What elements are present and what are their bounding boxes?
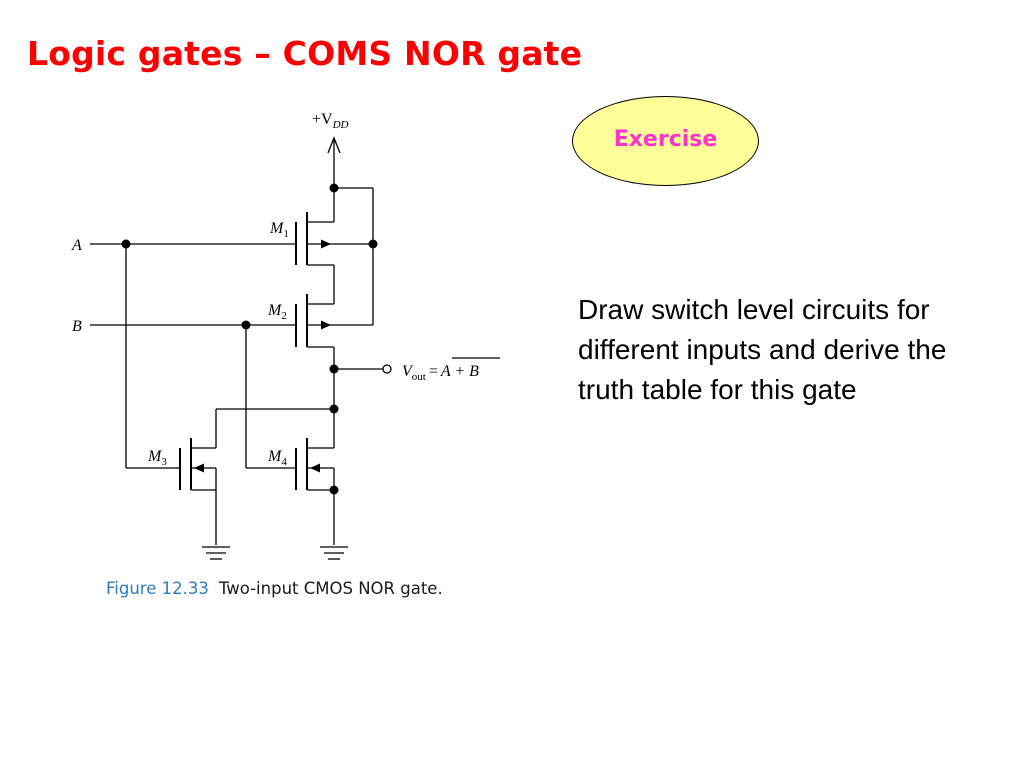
- m2-body-arrow: [321, 320, 331, 330]
- junction-dot: [329, 485, 339, 495]
- transistor-m4: [295, 438, 335, 545]
- exercise-label: Exercise: [613, 126, 718, 152]
- transistor-label-m4: M4: [267, 448, 287, 468]
- input-a-label: A: [71, 237, 82, 254]
- exercise-badge: Exercise: [572, 96, 759, 186]
- vdd-arrow: [327, 136, 341, 154]
- slide-title: Logic gates – COMS NOR gate: [27, 34, 583, 73]
- transistor-m3: [179, 438, 217, 545]
- input-b-label: B: [72, 318, 82, 335]
- m4-body-arrow: [310, 463, 320, 473]
- junction-dot: [121, 239, 131, 249]
- vdd-label: +VDD: [312, 111, 349, 131]
- ground-symbol-right: [320, 546, 348, 560]
- figure-number: Figure 12.33: [106, 579, 209, 598]
- output-terminal: [382, 364, 392, 374]
- transistor-label-m2: M2: [267, 302, 287, 322]
- instruction-text: Draw switch level circuits for different…: [578, 294, 947, 405]
- m1-body-arrow: [321, 239, 331, 249]
- transistor-label-m1: M1: [269, 220, 289, 240]
- figure-caption-text: Two-input CMOS NOR gate.: [218, 579, 443, 598]
- junction-dot: [241, 320, 251, 330]
- ground-symbol-left: [202, 546, 230, 560]
- output-label: Vout=A + B: [402, 363, 479, 383]
- figure-caption: Figure 12.33 Two-input CMOS NOR gate.: [106, 579, 443, 598]
- junction-dot: [329, 183, 339, 193]
- junction-dot: [329, 364, 339, 374]
- junction-dot: [329, 404, 339, 414]
- transistor-label-m3: M3: [147, 448, 167, 468]
- m3-body-arrow: [194, 463, 204, 473]
- transistor-m1: [295, 188, 373, 266]
- junction-dot: [368, 239, 378, 249]
